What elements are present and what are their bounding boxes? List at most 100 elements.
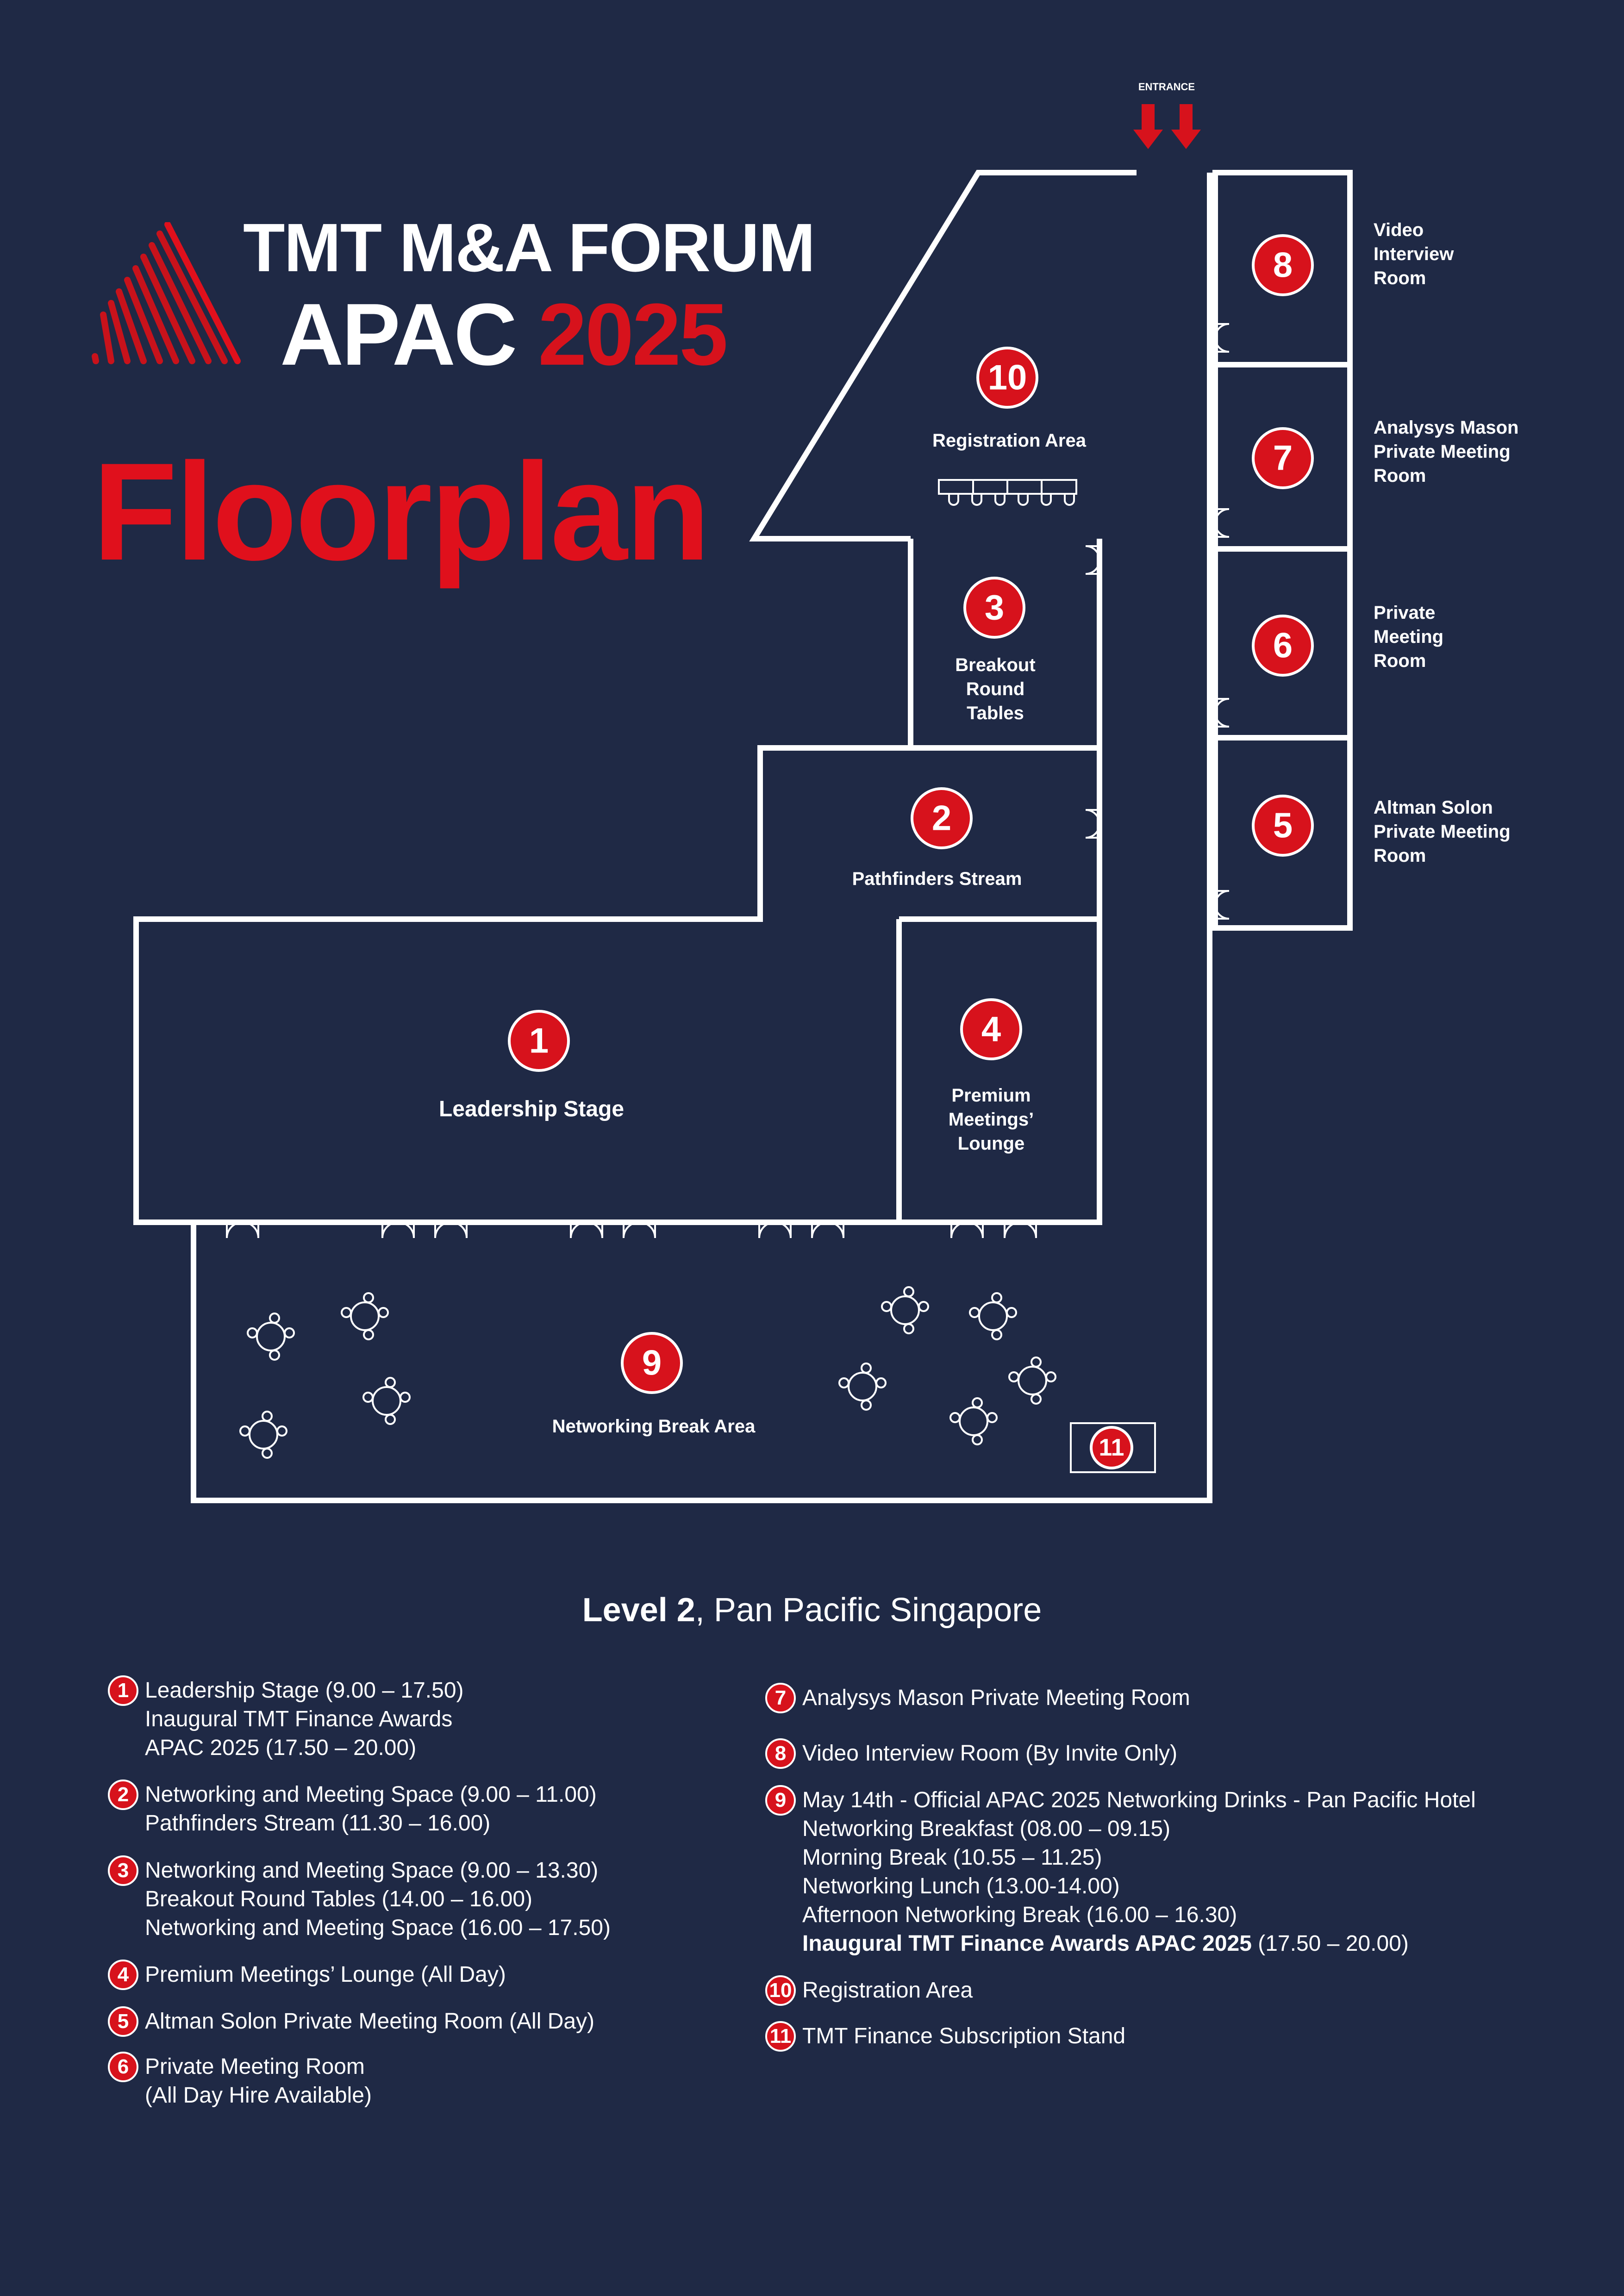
registration-desk <box>938 479 1077 506</box>
floorplan: ENTRANCE 10 Registration Area 3 Breakout… <box>133 81 1518 1503</box>
legend-line: (All Day Hire Available) <box>145 2083 372 2108</box>
logo-apac: APAC <box>280 286 517 384</box>
legend-line: Afternoon Networking Break (16.00 – 16.3… <box>802 1903 1237 1927</box>
legend-badge: 1 <box>108 1675 138 1706</box>
logo-subtitle: APAC 2025 <box>280 291 728 379</box>
round-table-icon <box>247 1313 295 1361</box>
legend-line: Networking Breakfast (08.00 – 09.15) <box>802 1817 1171 1841</box>
legend-line: Networking and Meeting Space (9.00 – 11.… <box>145 1782 597 1807</box>
legend-badge: 10 <box>765 1975 796 2006</box>
room-8-label-3: Room <box>1374 268 1426 288</box>
legend-line: TMT Finance Subscription Stand <box>802 2024 1126 2048</box>
walls <box>133 170 1353 1503</box>
room-10-label: Registration Area <box>932 430 1087 451</box>
svg-text:3: 3 <box>985 588 1004 628</box>
venue-level: Level 2 <box>582 1592 695 1629</box>
svg-text:10: 10 <box>988 358 1027 398</box>
room-4-badge[interactable]: 4 <box>960 998 1022 1060</box>
legend-badge: 4 <box>108 1960 138 1990</box>
legend-item-2: 2 Networking and Meeting Space (9.00 – 11… <box>108 1780 597 1838</box>
venue-name: , Pan Pacific Singapore <box>695 1592 1042 1629</box>
room-7-label-2: Private Meeting <box>1374 442 1511 462</box>
room-3-label-2: Round <box>966 679 1025 699</box>
round-table-icon <box>949 1397 998 1445</box>
room-6-label-1: Private <box>1374 603 1435 623</box>
room-8-label-1: Video <box>1374 220 1424 240</box>
round-table-icon <box>881 1286 929 1334</box>
legend-line: Inaugural TMT Finance Awards <box>145 1707 453 1731</box>
page-title: Floorplan <box>93 434 711 589</box>
logo-stripes <box>92 222 241 364</box>
room-3-label-3: Tables <box>967 703 1024 723</box>
room-8-label-2: Interview <box>1374 244 1454 264</box>
legend-line: Premium Meetings’ Lounge (All Day) <box>145 1962 506 1987</box>
room-10-badge[interactable]: 10 <box>976 347 1038 409</box>
svg-text:5: 5 <box>1273 806 1293 846</box>
svg-text:2: 2 <box>932 799 951 838</box>
legend-line: Networking Lunch (13.00-14.00) <box>802 1874 1120 1898</box>
legend-badge: 3 <box>108 1855 138 1886</box>
legend-badge: 11 <box>765 2021 796 2052</box>
legend-item-4: 4 Premium Meetings’ Lounge (All Day) <box>108 1960 506 1990</box>
legend-line: May 14th - Official APAC 2025 Networking… <box>802 1788 1476 1812</box>
round-table-icon <box>362 1377 411 1425</box>
legend-item-5: 5 Altman Solon Private Meeting Room (All … <box>108 2006 595 2037</box>
legend-badge: 9 <box>765 1785 796 1816</box>
legend-line: Private Meeting Room <box>145 2054 365 2079</box>
room-6-label-2: Meeting <box>1374 627 1443 647</box>
legend-line: Morning Break (10.55 – 11.25) <box>802 1845 1102 1870</box>
svg-text:11: 11 <box>1099 1434 1124 1461</box>
room-7-badge[interactable]: 7 <box>1252 427 1314 489</box>
subscription-stand <box>1070 1422 1156 1473</box>
logo-year: 2025 <box>538 286 728 384</box>
doors <box>226 323 1230 1238</box>
legend-line: Pathfinders Stream (11.30 – 16.00) <box>145 1811 491 1836</box>
legend-line: APAC 2025 (17.50 – 20.00) <box>145 1736 417 1760</box>
room-5-label-3: Room <box>1374 846 1426 866</box>
legend-badge: 2 <box>108 1780 138 1810</box>
round-table-icon <box>1008 1356 1056 1405</box>
svg-text:7: 7 <box>1273 439 1293 478</box>
room-5-label-1: Altman Solon <box>1374 797 1493 818</box>
room-7-label-1: Analysys Mason <box>1374 417 1518 438</box>
legend-line: Video Interview Room (By Invite Only) <box>802 1741 1178 1766</box>
svg-text:4: 4 <box>981 1010 1001 1049</box>
entrance-label: ENTRANCE <box>1138 81 1195 93</box>
room-4-label-1: Premium <box>951 1085 1031 1106</box>
legend-badge: 5 <box>108 2006 138 2037</box>
room-1-badge[interactable]: 1 <box>508 1010 570 1072</box>
round-table-icon <box>838 1363 887 1411</box>
legend-line: Registration Area <box>802 1978 973 2003</box>
room-8-badge[interactable]: 8 <box>1252 234 1314 296</box>
room-5-badge[interactable]: 5 <box>1252 795 1314 857</box>
room-9-label: Networking Break Area <box>552 1416 756 1437</box>
room-1-label: Leadership Stage <box>439 1097 624 1121</box>
legend-badge: 8 <box>765 1738 796 1769</box>
legend-item-3: 3 Networking and Meeting Space (9.00 – 13… <box>108 1855 611 1942</box>
room-9-badge[interactable]: 9 <box>621 1332 683 1394</box>
entrance-arrow-icon <box>1133 104 1201 149</box>
legend-line: Networking and Meeting Space (16.00 – 17… <box>145 1916 611 1940</box>
venue-caption: Level 2, Pan Pacific Singapore <box>0 1591 1624 1629</box>
svg-text:9: 9 <box>642 1344 662 1383</box>
room-3-badge[interactable]: 3 <box>963 577 1025 639</box>
round-table-icon <box>969 1292 1017 1340</box>
logo-title: TMT M&A FORUM <box>243 210 815 286</box>
svg-text:1: 1 <box>529 1021 549 1061</box>
legend-line-suffix: (17.50 – 20.00) <box>1251 1931 1409 1956</box>
room-4-label-2: Meetings’ <box>949 1109 1034 1130</box>
room-2-badge[interactable]: 2 <box>911 787 973 849</box>
legend-line: Altman Solon Private Meeting Room (All D… <box>145 2009 595 2034</box>
room-11-badge[interactable]: 11 <box>1090 1426 1133 1469</box>
room-2-label: Pathfinders Stream <box>852 869 1022 889</box>
round-table-icon <box>239 1411 287 1459</box>
room-6-badge[interactable]: 6 <box>1252 615 1314 677</box>
legend-line: Inaugural TMT Finance Awards APAC 2025 (… <box>802 1929 1476 1958</box>
legend-line: Networking and Meeting Space (9.00 – 13.… <box>145 1858 599 1883</box>
